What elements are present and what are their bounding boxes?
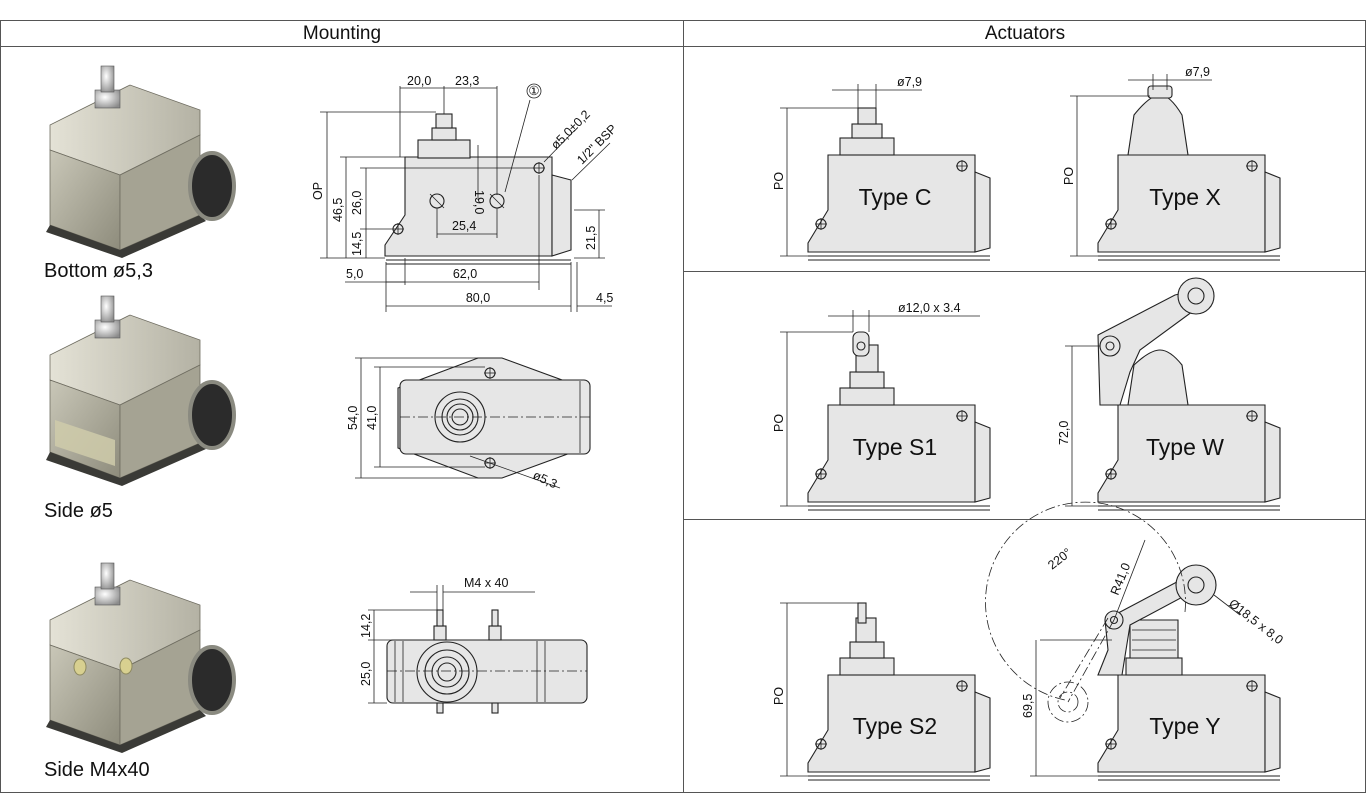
dim-s1-diameter: ø12,0 x 3.4	[898, 301, 961, 315]
dim-y-height: 69,5	[1021, 694, 1035, 718]
label-type-s2: Type S2	[853, 713, 937, 739]
dim-c-diameter: ø7,9	[897, 75, 922, 89]
actuator-type-s2	[780, 602, 991, 781]
dim-bottom-h2: 26,0	[350, 191, 364, 215]
dim-bottom-h5: 21,5	[584, 226, 598, 250]
actuator-type-w	[1065, 277, 1281, 511]
actuator-type-y	[985, 501, 1281, 781]
caption-side-m4: Side M4x40	[44, 759, 150, 781]
dim-bottom-w2: 62,0	[453, 267, 477, 281]
actuator-type-c	[780, 84, 991, 261]
actuator-type-s1	[780, 310, 991, 511]
dim-s2-po: PO	[772, 687, 786, 705]
render-side-mount	[46, 295, 236, 486]
dim-bottom-w4: 4,5	[596, 291, 613, 305]
dim-m4-h2: 25,0	[359, 662, 373, 686]
label-type-s1: Type S1	[853, 434, 937, 460]
label-type-y: Type Y	[1149, 713, 1220, 739]
caption-side: Side ø5	[44, 500, 113, 522]
dim-bottom-d1: 20,0	[407, 74, 431, 88]
dim-y-angle: 220°	[1045, 545, 1074, 572]
dim-bottom-w1: 5,0	[346, 267, 363, 281]
label-type-c: Type C	[859, 184, 932, 210]
dim-bottom-spacing: 25,4	[452, 219, 476, 233]
dim-x-diameter: ø7,9	[1185, 65, 1210, 79]
label-type-w: Type W	[1146, 434, 1224, 460]
dim-side-hole: ø5,3	[531, 468, 560, 491]
dim-m4-h1: 14,2	[359, 614, 373, 638]
caption-bottom: Bottom ø5,3	[44, 260, 153, 282]
header-mounting: Mounting	[303, 23, 381, 44]
drawing-bottom-mount	[320, 83, 612, 312]
dim-y-roller: Ø18,5 x 8,0	[1226, 596, 1286, 647]
dim-s1-po: PO	[772, 414, 786, 432]
dim-bottom-h1: 46,5	[331, 198, 345, 222]
actuator-type-x	[1070, 74, 1281, 261]
dim-c-po: PO	[772, 172, 786, 190]
render-m4-mount	[46, 562, 236, 753]
drawing-m4-mount	[368, 585, 588, 714]
dim-w-height: 72,0	[1057, 421, 1071, 445]
render-bottom-mount	[46, 65, 236, 258]
dim-side-h2: 41,0	[365, 406, 379, 430]
dim-bottom-op: OP	[311, 182, 325, 200]
dim-bottom-h4: 14,5	[350, 232, 364, 256]
table-grid	[0, 20, 1366, 793]
label-type-x: Type X	[1149, 184, 1221, 210]
drawing-side-mount	[355, 357, 591, 489]
header-actuators: Actuators	[985, 23, 1065, 44]
dim-bottom-w3: 80,0	[466, 291, 490, 305]
dim-bottom-d2: 23,3	[455, 74, 479, 88]
dim-x-po: PO	[1062, 167, 1076, 185]
callout-1: ①	[528, 84, 539, 98]
dim-bottom-h3: 19,0	[472, 190, 486, 214]
dim-m4-stud: M4 x 40	[464, 576, 509, 590]
dim-side-h1: 54,0	[346, 406, 360, 430]
